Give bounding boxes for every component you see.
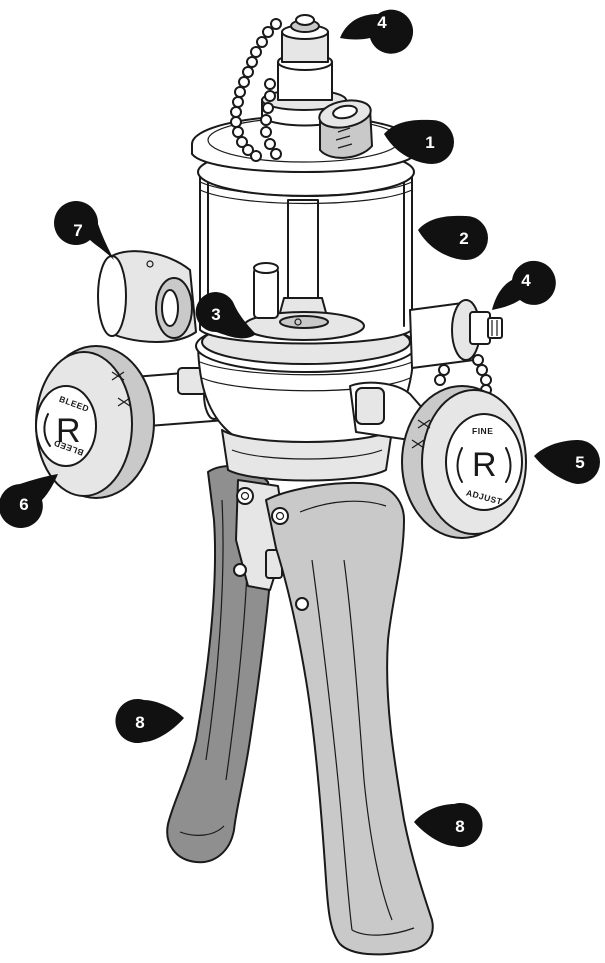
fine-adjust-knob-face <box>445 413 523 511</box>
bleed-knob-logo: R <box>56 412 81 450</box>
fine-adjust-arrow-right-icon <box>505 447 512 483</box>
fine-adjust-knob-logo: R <box>472 446 497 484</box>
svg-text:6: 6 <box>19 495 28 514</box>
pump-handles <box>166 465 434 956</box>
callout-3: 3 <box>195 292 256 339</box>
callout-2: 2 <box>418 215 488 260</box>
reservoir-cylinder <box>191 115 417 345</box>
svg-text:8: 8 <box>455 817 464 836</box>
bleed-valve-assembly: BLEED R BLEED <box>35 345 227 499</box>
fine-adjust-knob-text-top: FINE <box>472 426 493 436</box>
callouts: 1 2 3 4 4 5 6 7 <box>0 9 600 847</box>
svg-text:4: 4 <box>377 13 387 32</box>
callout-4a: 4 <box>340 9 414 54</box>
callout-6: 6 <box>0 474 58 528</box>
ball-chain <box>230 18 282 162</box>
front-handle <box>265 481 434 956</box>
fine-adjust-assembly: FINE R ADJUST <box>401 385 527 539</box>
bleed-arrow-icon <box>43 413 51 447</box>
svg-text:5: 5 <box>575 453 584 472</box>
callout-1: 1 <box>384 119 454 164</box>
callout-4b: 4 <box>492 260 556 310</box>
left-port <box>97 250 197 343</box>
svg-text:7: 7 <box>73 221 82 240</box>
callout-8b: 8 <box>414 803 483 847</box>
svg-text:2: 2 <box>459 229 468 248</box>
top-port-cap <box>318 99 373 159</box>
fine-adjust-grip-marks <box>411 419 431 449</box>
right-port <box>409 299 503 396</box>
svg-text:8: 8 <box>135 713 144 732</box>
bleed-knob-grip-marks <box>111 371 131 407</box>
callout-7: 7 <box>54 201 114 260</box>
svg-text:1: 1 <box>425 133 434 152</box>
callout-5: 5 <box>534 440 600 484</box>
svg-text:3: 3 <box>211 305 220 324</box>
fine-adjust-arrow-left-icon <box>456 447 463 483</box>
svg-text:4: 4 <box>521 271 531 290</box>
callout-8a: 8 <box>115 699 184 743</box>
